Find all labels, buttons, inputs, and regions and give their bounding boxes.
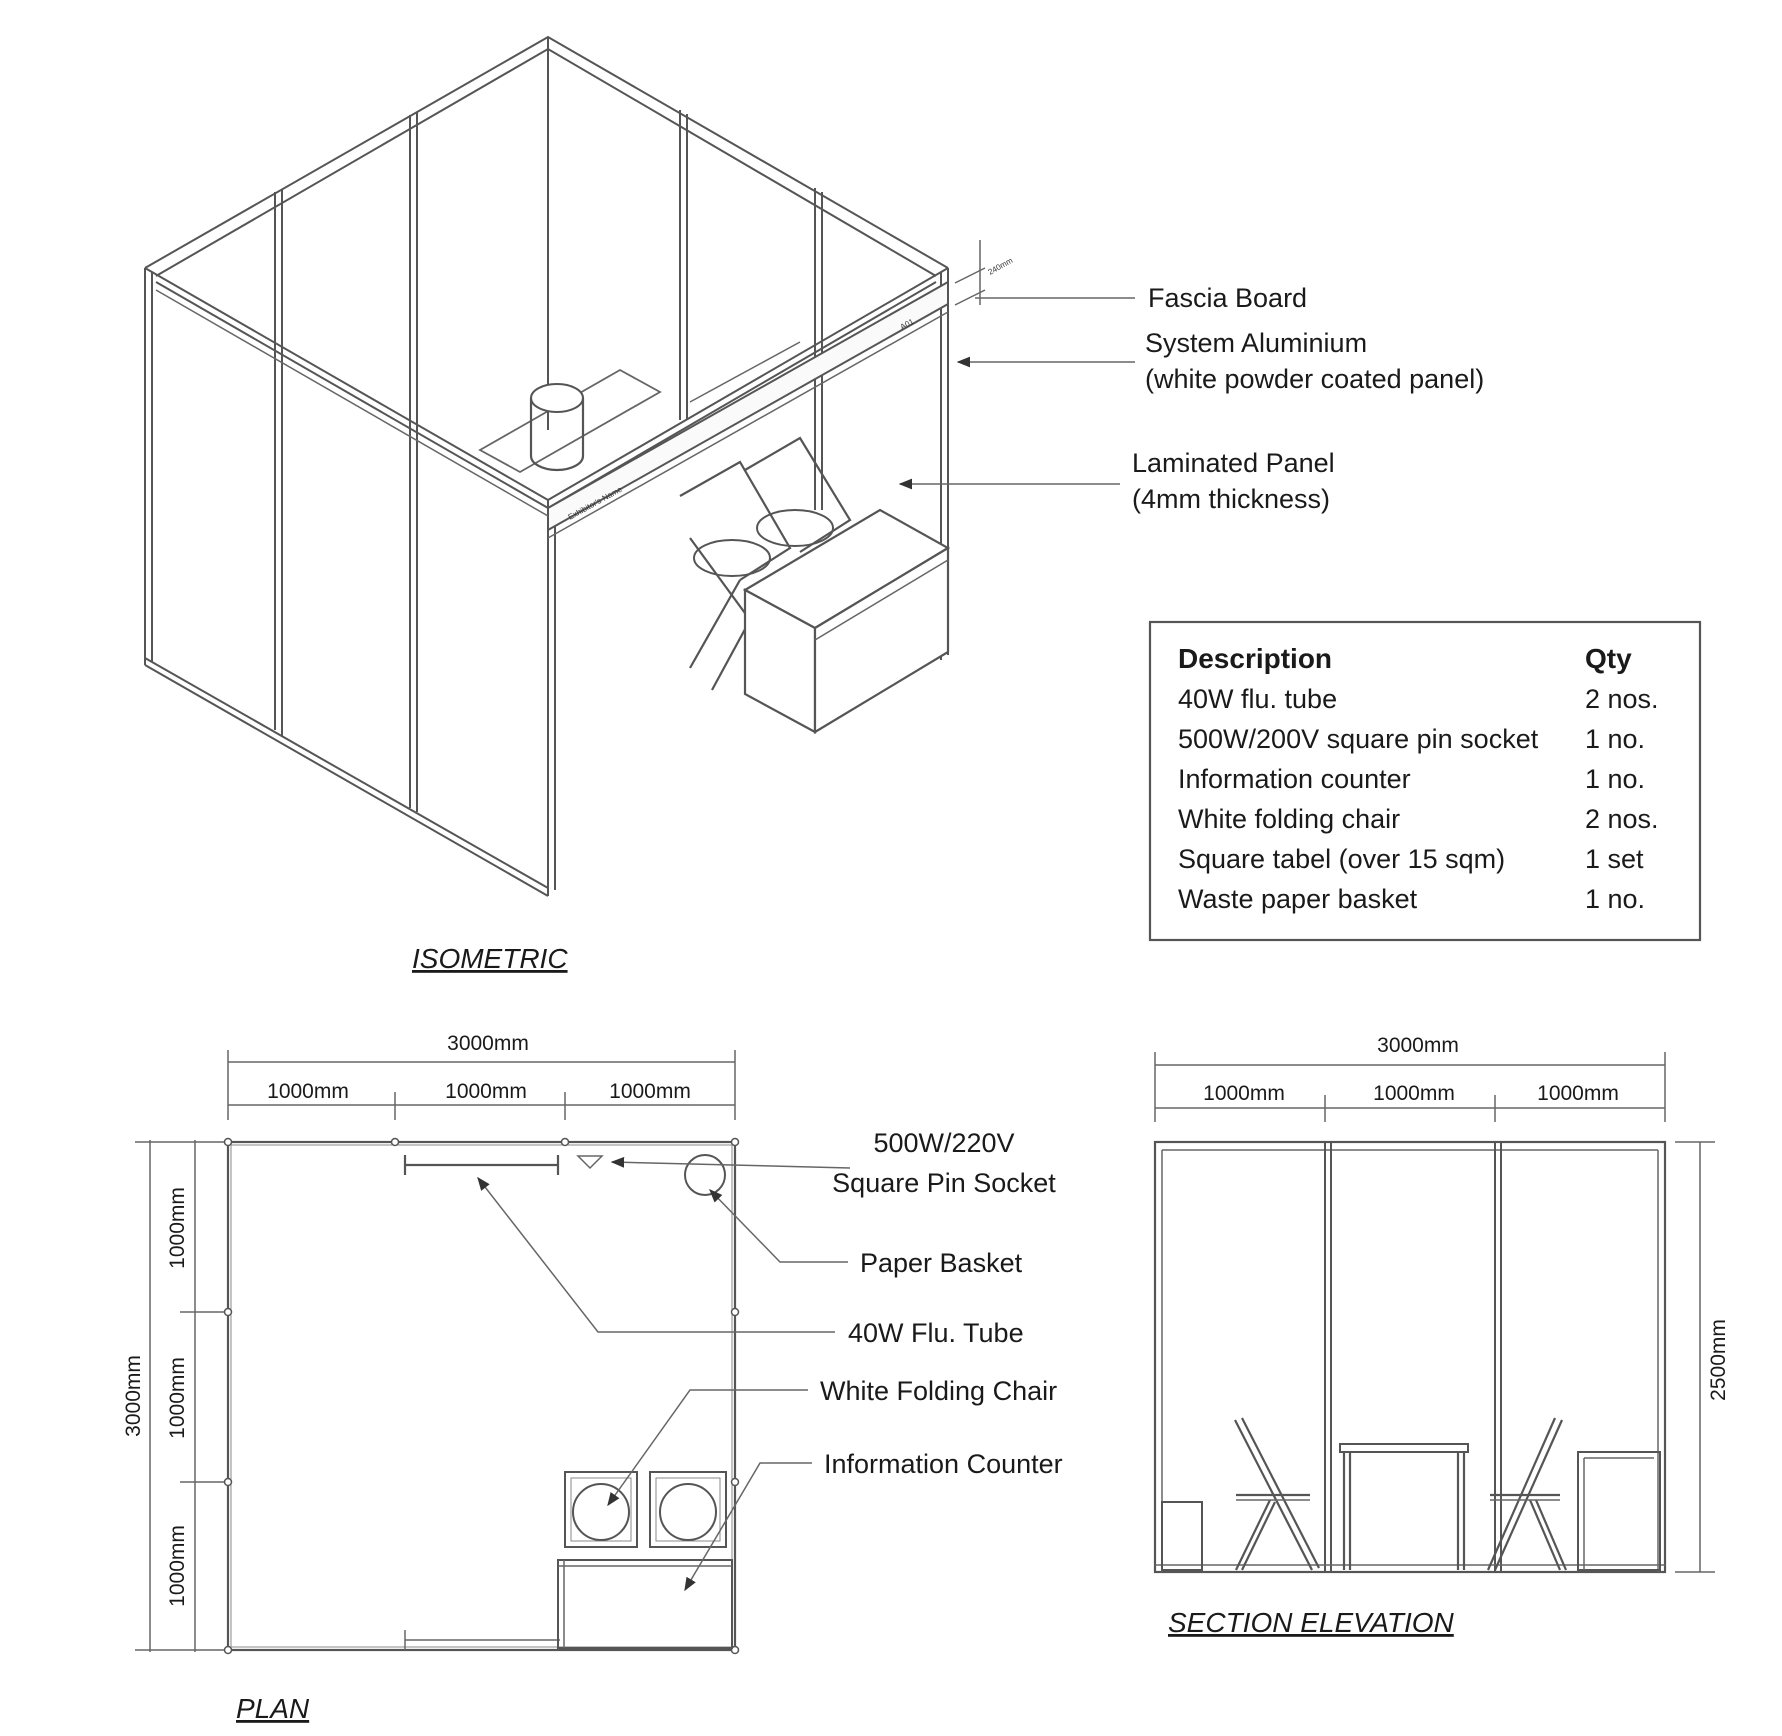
elevation-chair — [1486, 1417, 1568, 1571]
callout-socket: Square Pin Socket — [832, 1168, 1056, 1198]
table-cell-desc: White folding chair — [1178, 804, 1400, 834]
plan-dim-height-1: 1000mm — [166, 1187, 189, 1269]
isometric-title: ISOMETRIC — [412, 943, 568, 974]
plan-booth-outline — [223, 1137, 740, 1655]
table-cell-qty: 2 nos. — [1585, 804, 1659, 834]
table-row: 40W flu. tube 2 nos. — [1178, 684, 1659, 714]
elevation-height-dim: 2500mm — [1675, 1141, 1730, 1573]
plan-height-dims: 3000mm 1000mm 1000mm 1000mm — [122, 1140, 228, 1652]
plan-dim-height-3: 1000mm — [166, 1525, 189, 1607]
iso-frame — [144, 35, 949, 897]
iso-paper-basket — [478, 368, 662, 474]
iso-flu-tube — [689, 341, 801, 403]
plan-title: PLAN — [236, 1693, 310, 1724]
table-header-qty: Qty — [1585, 643, 1632, 674]
table-cell-qty: 1 no. — [1585, 764, 1645, 794]
callout-system-aluminium: System Aluminium — [1145, 328, 1367, 358]
callout-laminated-panel-note: (4mm thickness) — [1132, 484, 1330, 514]
table-row: Waste paper basket 1 no. — [1178, 884, 1645, 914]
plan-dim-width-1: 1000mm — [267, 1080, 349, 1103]
elevation-counter — [1577, 1451, 1661, 1571]
table-row: Information counter 1 no. — [1178, 764, 1645, 794]
elevation-dim-width-1: 1000mm — [1203, 1082, 1285, 1105]
elevation-title: SECTION ELEVATION — [1168, 1607, 1455, 1638]
callout-fascia-board: Fascia Board — [1148, 283, 1307, 313]
plan-dim-total-width: 3000mm — [447, 1032, 529, 1055]
elevation-width-dims: 3000mm 1000mm 1000mm 1000mm — [1154, 1034, 1666, 1122]
table-cell-qty: 1 no. — [1585, 884, 1645, 914]
table-row: White folding chair 2 nos. — [1178, 804, 1659, 834]
fascia-height-label: 240mm — [987, 256, 1015, 277]
plan-width-dims: 3000mm 1000mm 1000mm 1000mm — [227, 1032, 736, 1120]
table-cell-desc: Square tabel (over 15 sqm) — [1178, 844, 1505, 874]
plan-flu-tube — [403, 1155, 560, 1175]
table-cell-desc: Information counter — [1178, 764, 1411, 794]
plan-paper-basket — [684, 1154, 726, 1196]
iso-information-counter — [742, 508, 951, 734]
fascia-height-dim: 240mm — [954, 240, 1015, 306]
callout-system-aluminium-note: (white powder coated panel) — [1145, 364, 1484, 394]
table-cell-desc: Waste paper basket — [1178, 884, 1418, 914]
plan-dim-height-2: 1000mm — [166, 1357, 189, 1439]
section-elevation-view: 3000mm 1000mm 1000mm 1000mm 2500mm — [1153, 1034, 1730, 1638]
callout-information-counter: Information Counter — [824, 1449, 1063, 1479]
callout-socket-rating: 500W/220V — [873, 1128, 1014, 1158]
table-cell-desc: 500W/200V square pin socket — [1178, 724, 1539, 754]
table-cell-desc: 40W flu. tube — [1178, 684, 1337, 714]
callout-laminated-panel: Laminated Panel — [1132, 448, 1335, 478]
plan-view: 3000mm 1000mm 1000mm 1000mm 3000mm 1000m… — [122, 1032, 1063, 1724]
table-row: Square tabel (over 15 sqm) 1 set — [1178, 844, 1644, 874]
table-row: 500W/200V square pin socket 1 no. — [1178, 724, 1645, 754]
plan-counter — [557, 1559, 733, 1649]
elevation-table — [1339, 1443, 1469, 1570]
elevation-paper-basket — [1161, 1501, 1203, 1571]
plan-chairs — [564, 1471, 727, 1548]
elevation-dim-width-2: 1000mm — [1373, 1082, 1455, 1105]
equipment-table: Description Qty 40W flu. tube 2 nos. 500… — [1148, 620, 1702, 942]
elevation-chair — [1234, 1417, 1320, 1571]
elevation-walls — [1153, 1140, 1667, 1574]
table-cell-qty: 2 nos. — [1585, 684, 1659, 714]
plan-dim-total-height: 3000mm — [122, 1355, 145, 1437]
callout-folding-chair: White Folding Chair — [820, 1376, 1057, 1406]
elevation-dim-width-3: 1000mm — [1537, 1082, 1619, 1105]
isometric-view: Exhibitor's Name A01 240mm — [144, 35, 1484, 974]
table-cell-qty: 1 no. — [1585, 724, 1645, 754]
elevation-dim-height: 2500mm — [1707, 1319, 1730, 1401]
elevation-dim-total-width: 3000mm — [1377, 1034, 1459, 1057]
plan-dim-width-3: 1000mm — [609, 1080, 691, 1103]
plan-dim-width-2: 1000mm — [445, 1080, 527, 1103]
callout-paper-basket: Paper Basket — [860, 1248, 1023, 1278]
callout-flu-tube: 40W Flu. Tube — [848, 1318, 1024, 1348]
table-cell-qty: 1 set — [1585, 844, 1644, 874]
iso-callouts: Fascia Board System Aluminium (white pow… — [898, 283, 1484, 514]
plan-socket — [576, 1155, 604, 1170]
plan-callouts: 500W/220V Square Pin Socket Paper Basket… — [477, 1128, 1063, 1592]
table-header-description: Description — [1178, 643, 1332, 674]
